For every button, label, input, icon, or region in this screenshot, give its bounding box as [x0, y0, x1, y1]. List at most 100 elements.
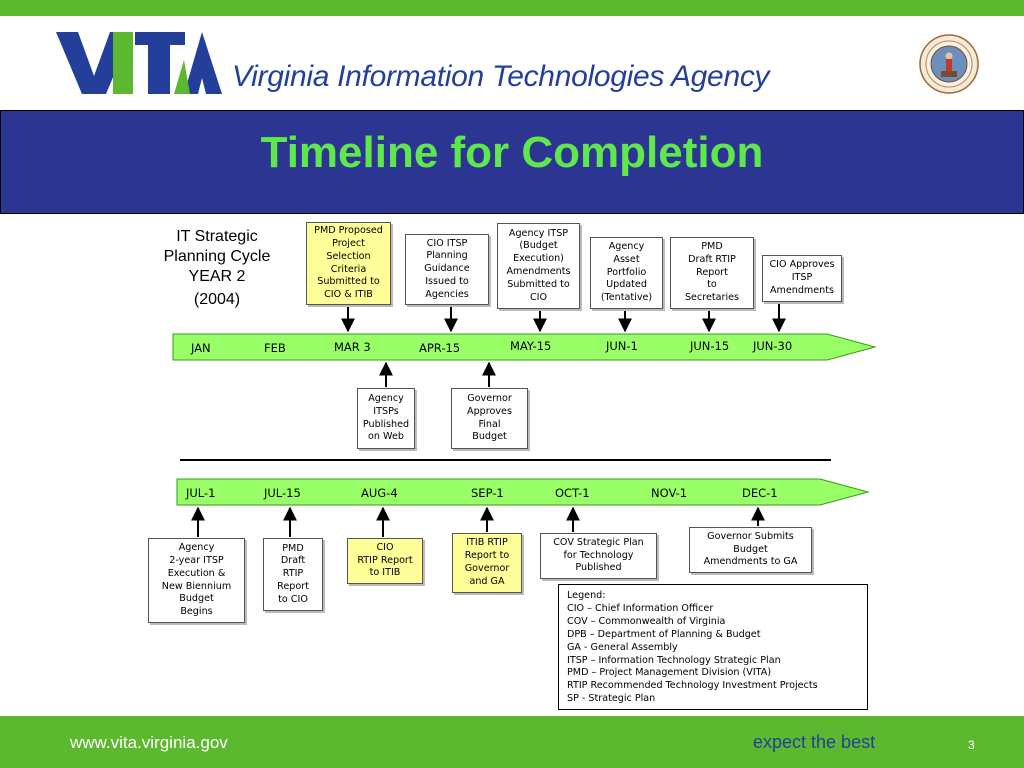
event-text: RTIP [282, 568, 304, 580]
event-pmd-draft-rtip-secretaries: PMD Draft RTIP Report to Secretaries [670, 237, 754, 309]
event-text: Agency ITSP [508, 227, 569, 239]
footer-tagline: expect the best [753, 732, 876, 752]
slide-title: Timeline for Completion [260, 128, 764, 177]
event-governor-submits-amendments: Governor Submits Budget Amendments to GA [689, 527, 812, 573]
legend-title: Legend: [567, 590, 606, 601]
month-label: SEP-1 [471, 486, 504, 500]
event-text: Execution) [513, 253, 564, 265]
event-text: ITIB RTIP [466, 537, 508, 549]
event-text: Report [696, 266, 728, 278]
event-text: Governor Submits [707, 530, 794, 542]
event-text: ITSP [791, 272, 813, 284]
event-text: Issued to [425, 275, 469, 287]
event-text: Budget [179, 593, 214, 605]
cycle-label-line-4: (2004) [193, 291, 241, 308]
event-text: Budget [733, 543, 768, 555]
event-text: 2-year ITSP [169, 554, 224, 566]
event-text: ITSPs [373, 405, 399, 417]
event-text: Budget [472, 431, 507, 443]
cycle-label-line-1: IT Strategic [176, 228, 258, 245]
event-governor-approves-budget: Governor Approves Final Budget [451, 388, 528, 449]
event-text: Asset [613, 253, 640, 265]
event-text: Report [277, 580, 309, 592]
month-label: JUN-30 [753, 339, 793, 353]
month-label: MAY-15 [510, 339, 552, 353]
event-text: to CIO [278, 593, 308, 605]
month-label: JUL-15 [264, 486, 301, 500]
event-text: CIO & ITIB [324, 289, 373, 301]
cycle-label: IT Strategic Planning Cycle YEAR 2 (2004… [148, 227, 286, 310]
event-text: Agency [368, 392, 404, 404]
event-text: Amendments [769, 284, 835, 296]
vita-logo [56, 32, 222, 94]
section-divider [180, 459, 831, 461]
event-text: on Web [368, 431, 404, 443]
event-text: PMD [701, 241, 723, 252]
event-pmd-draft-rtip-to-cio: PMD Draft RTIP Report to CIO [263, 538, 323, 611]
event-text: Draft RTIP [688, 253, 736, 265]
commonwealth-of-virginia-seal [919, 34, 979, 94]
month-label: FEB [264, 341, 286, 355]
event-text: Draft [280, 555, 306, 567]
legend-item: GA - General Assembly [567, 641, 678, 653]
event-text: Submitted to [507, 278, 570, 290]
event-text: (Budget [519, 240, 558, 252]
event-text: Project [332, 237, 365, 249]
event-cio-rtip-report-itib: CIO RTIP Report to ITIB [347, 538, 423, 584]
legend-item: CIO – Chief Information Officer [567, 602, 714, 614]
footer-bar [0, 716, 1024, 768]
event-agency-itsp-amendments: Agency ITSP (Budget Execution) Amendment… [497, 223, 580, 309]
event-text: Amendments [506, 266, 571, 277]
event-text: Execution & [167, 567, 226, 579]
month-label: OCT-1 [555, 486, 590, 500]
month-label: MAR 3 [334, 340, 371, 354]
month-label: JAN [191, 341, 211, 355]
month-label: JUL-1 [186, 486, 216, 500]
event-text: PMD Proposed [314, 225, 383, 237]
event-text: to [707, 279, 717, 291]
event-text: and GA [469, 575, 505, 587]
event-text: Amendments to GA [703, 556, 798, 568]
event-agency-itsps-published: Agency ITSPs Published on Web [357, 388, 415, 449]
event-text: for Technology [563, 549, 634, 561]
event-itib-rtip-report-governor: ITIB RTIP Report to Governor and GA [452, 533, 522, 593]
legend-item: DPB – Department of Planning & Budget [567, 628, 761, 640]
month-label: JUN-15 [690, 339, 730, 353]
event-text: CIO [529, 291, 548, 303]
month-label: NOV-1 [651, 486, 688, 500]
event-text: Published [575, 562, 622, 574]
footer-url[interactable]: www.vita.virginia.gov [70, 733, 228, 752]
event-text: Governor [467, 392, 512, 404]
event-text: Secretaries [684, 292, 740, 304]
event-text: Updated [606, 279, 647, 291]
event-text: Begins [180, 606, 213, 618]
event-text: PMD [282, 542, 304, 554]
legend-item: PMD – Project Management Division (VITA) [567, 667, 772, 679]
event-text: Final [478, 418, 501, 430]
event-text: Agencies [425, 288, 469, 300]
event-text: Planning [426, 250, 468, 262]
event-text: Agency [178, 542, 215, 554]
event-text: CIO ITSP [426, 237, 468, 249]
legend: Legend: CIO – Chief Information Officer … [558, 584, 868, 710]
cycle-label-line-3: YEAR 2 [188, 268, 246, 285]
event-text: Governor [464, 563, 510, 574]
event-cio-approves-amendments: CIO Approves ITSP Amendments [762, 255, 842, 302]
event-cio-itsp-guidance: CIO ITSP Planning Guidance Issued to Age… [405, 234, 489, 305]
event-cov-strategic-plan-published: COV Strategic Plan for Technology Publis… [540, 533, 657, 579]
event-biennium-budget-begins: Agency 2-year ITSP Execution & New Bienn… [148, 538, 245, 623]
event-text: Published [362, 418, 410, 430]
month-label: APR-15 [419, 341, 461, 355]
event-text: Criteria [330, 263, 367, 275]
legend-item: COV – Commonwealth of Virginia [567, 615, 726, 627]
timeline-arrow-1 [172, 333, 877, 361]
event-text: Portfolio [606, 266, 647, 278]
legend-item: SP - Strategic Plan [567, 693, 656, 705]
month-label: JUN-1 [606, 339, 638, 353]
month-label: DEC-1 [742, 486, 778, 500]
event-text: Guidance [424, 263, 470, 275]
title-bar [0, 110, 1024, 214]
event-text: Submitted to [317, 276, 380, 288]
legend-item: RTIP Recommended Technology Investment P… [567, 680, 818, 692]
legend-item: ITSP – Information Technology Strategic … [567, 654, 781, 666]
